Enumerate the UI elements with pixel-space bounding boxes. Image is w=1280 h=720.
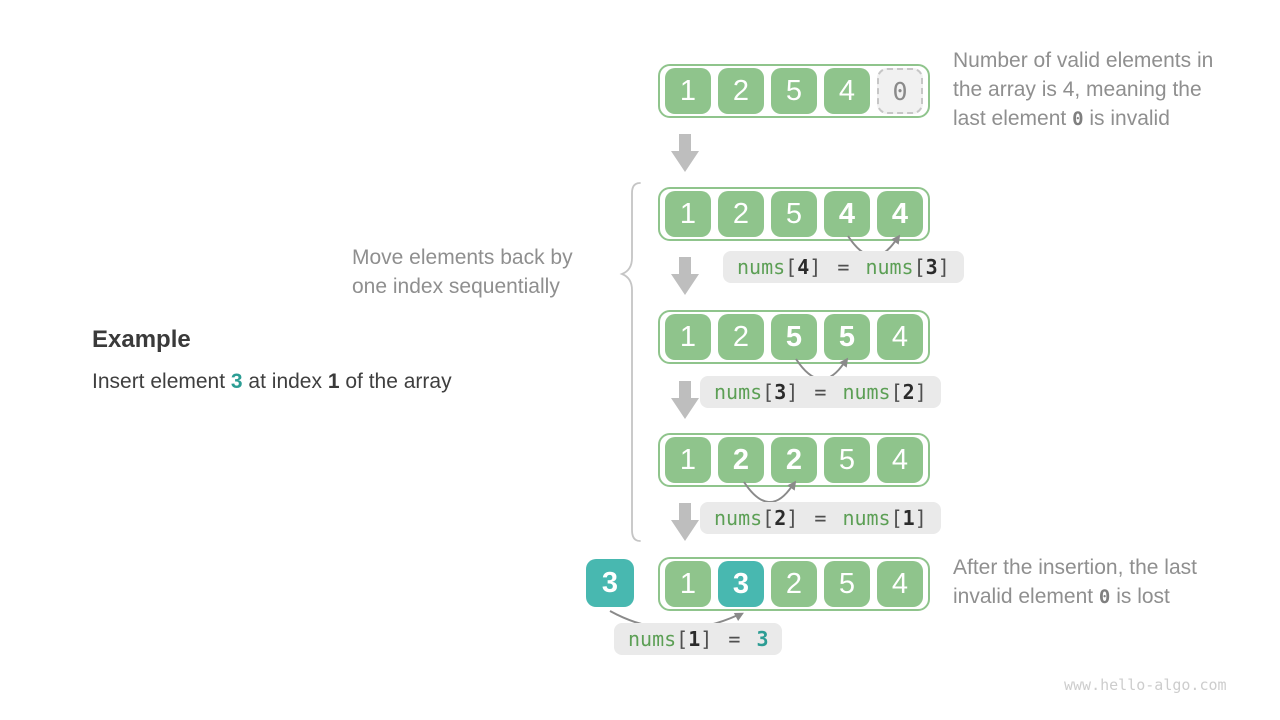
code-fn: nums bbox=[842, 506, 891, 530]
code-bracket: ] bbox=[700, 627, 713, 651]
copy-arc-icon bbox=[743, 480, 797, 503]
array-cell: 2 bbox=[718, 68, 764, 114]
code-bracket: ] bbox=[937, 255, 950, 279]
code-equals: = bbox=[825, 255, 862, 279]
example-value: 3 bbox=[230, 370, 243, 393]
array-cell: 1 bbox=[665, 437, 711, 483]
code-bracket: ] bbox=[809, 255, 822, 279]
bottom-note: After the insertion, the last invalid el… bbox=[953, 553, 1197, 612]
array-cell: 1 bbox=[665, 191, 711, 237]
array-cell-source: 4 bbox=[824, 191, 870, 237]
top-note-line3a: last element bbox=[953, 107, 1073, 130]
array-cell: 5 bbox=[824, 437, 870, 483]
code-bracket: ] bbox=[786, 380, 799, 404]
website-watermark: www.hello-algo.com bbox=[1064, 676, 1227, 694]
array-cell: 1 bbox=[665, 314, 711, 360]
code-index: 2 bbox=[902, 380, 915, 404]
array-cell: 4 bbox=[824, 68, 870, 114]
code-value: 3 bbox=[756, 627, 769, 651]
example-seg3: of the array bbox=[339, 370, 452, 393]
code-bracket: ] bbox=[914, 380, 927, 404]
array-step-2: 1 2 5 5 4 bbox=[658, 310, 930, 364]
array-cell-target: 2 bbox=[771, 437, 817, 483]
array-cell-source: 5 bbox=[771, 314, 817, 360]
inserted-element-cell: 3 bbox=[586, 559, 634, 607]
code-label-insert: nums[1] = 3 bbox=[614, 623, 783, 655]
array-cell: 1 bbox=[665, 68, 711, 114]
code-bracket: [ bbox=[676, 627, 689, 651]
array-step-final: 1 3 2 5 4 bbox=[658, 557, 930, 611]
code-equals: = bbox=[716, 627, 753, 651]
array-step-1: 1 2 5 4 4 bbox=[658, 187, 930, 241]
array-cell-inserted: 3 bbox=[718, 561, 764, 607]
code-bracket: ] bbox=[914, 506, 927, 530]
top-note-line2: the array is 4, meaning the bbox=[953, 78, 1202, 101]
move-note-line2: one index sequentially bbox=[352, 275, 560, 298]
array-cell-target: 5 bbox=[824, 314, 870, 360]
code-bracket: [ bbox=[890, 506, 903, 530]
code-bracket: [ bbox=[785, 255, 798, 279]
array-cell: 4 bbox=[877, 561, 923, 607]
array-cell: 2 bbox=[718, 314, 764, 360]
code-bracket: [ bbox=[762, 380, 775, 404]
down-arrow-icon bbox=[671, 503, 699, 541]
code-bracket: ] bbox=[786, 506, 799, 530]
code-index: 3 bbox=[925, 255, 938, 279]
code-fn: nums bbox=[628, 627, 677, 651]
example-index: 1 bbox=[327, 370, 340, 393]
array-cell: 5 bbox=[771, 191, 817, 237]
array-cell: 1 bbox=[665, 561, 711, 607]
code-fn: nums bbox=[865, 255, 914, 279]
code-index: 1 bbox=[688, 627, 701, 651]
code-bracket: [ bbox=[762, 506, 775, 530]
code-label-step-3: nums[2] = nums[1] bbox=[700, 502, 941, 534]
array-cell: 4 bbox=[877, 437, 923, 483]
array-cell: 2 bbox=[718, 191, 764, 237]
down-arrow-icon bbox=[671, 381, 699, 419]
code-fn: nums bbox=[714, 380, 763, 404]
array-cell: 2 bbox=[771, 561, 817, 607]
bottom-note-line2: invalid element 0 is lost bbox=[953, 582, 1197, 612]
invalid-zero-glyph: 0 bbox=[1072, 108, 1084, 130]
code-index: 1 bbox=[902, 506, 915, 530]
code-label-step-1: nums[4] = nums[3] bbox=[723, 251, 964, 283]
bottom-note-line2a: invalid element bbox=[953, 585, 1099, 608]
bottom-note-line2b: is lost bbox=[1110, 585, 1170, 608]
move-note-line1: Move elements back by bbox=[352, 246, 573, 269]
array-cell: 5 bbox=[824, 561, 870, 607]
down-arrow-icon bbox=[671, 257, 699, 295]
code-index: 2 bbox=[774, 506, 787, 530]
code-index: 4 bbox=[797, 255, 810, 279]
brace-icon bbox=[619, 182, 641, 542]
down-arrow-icon bbox=[671, 134, 699, 172]
array-cell-target: 4 bbox=[877, 191, 923, 237]
top-note-line3b: is invalid bbox=[1083, 107, 1170, 130]
top-note: Number of valid elements in the array is… bbox=[953, 46, 1213, 134]
array-cell: 5 bbox=[771, 68, 817, 114]
array-step-initial: 1 2 5 4 0 bbox=[658, 64, 930, 118]
move-note: Move elements back by one index sequenti… bbox=[352, 243, 573, 301]
example-block: Example Insert element 3 at index 1 of t… bbox=[92, 326, 452, 394]
array-cell: 4 bbox=[877, 314, 923, 360]
code-equals: = bbox=[802, 380, 839, 404]
code-bracket: [ bbox=[913, 255, 926, 279]
example-heading: Example bbox=[92, 326, 191, 353]
code-fn: nums bbox=[737, 255, 786, 279]
example-body: Insert element 3 at index 1 of the array bbox=[92, 370, 452, 394]
code-equals: = bbox=[802, 506, 839, 530]
code-fn: nums bbox=[842, 380, 891, 404]
top-note-line1: Number of valid elements in bbox=[953, 49, 1214, 72]
array-cell-source: 2 bbox=[718, 437, 764, 483]
example-seg2: at index bbox=[242, 370, 328, 393]
bottom-note-line1: After the insertion, the last bbox=[953, 556, 1197, 579]
array-cell-invalid: 0 bbox=[877, 68, 923, 114]
code-label-step-2: nums[3] = nums[2] bbox=[700, 376, 941, 408]
top-note-line3: last element 0 is invalid bbox=[953, 104, 1213, 134]
code-bracket: [ bbox=[890, 380, 903, 404]
example-seg1: Insert element bbox=[92, 370, 231, 393]
array-step-3: 1 2 2 5 4 bbox=[658, 433, 930, 487]
invalid-zero-glyph: 0 bbox=[1098, 586, 1111, 608]
code-fn: nums bbox=[714, 506, 763, 530]
code-index: 3 bbox=[774, 380, 787, 404]
